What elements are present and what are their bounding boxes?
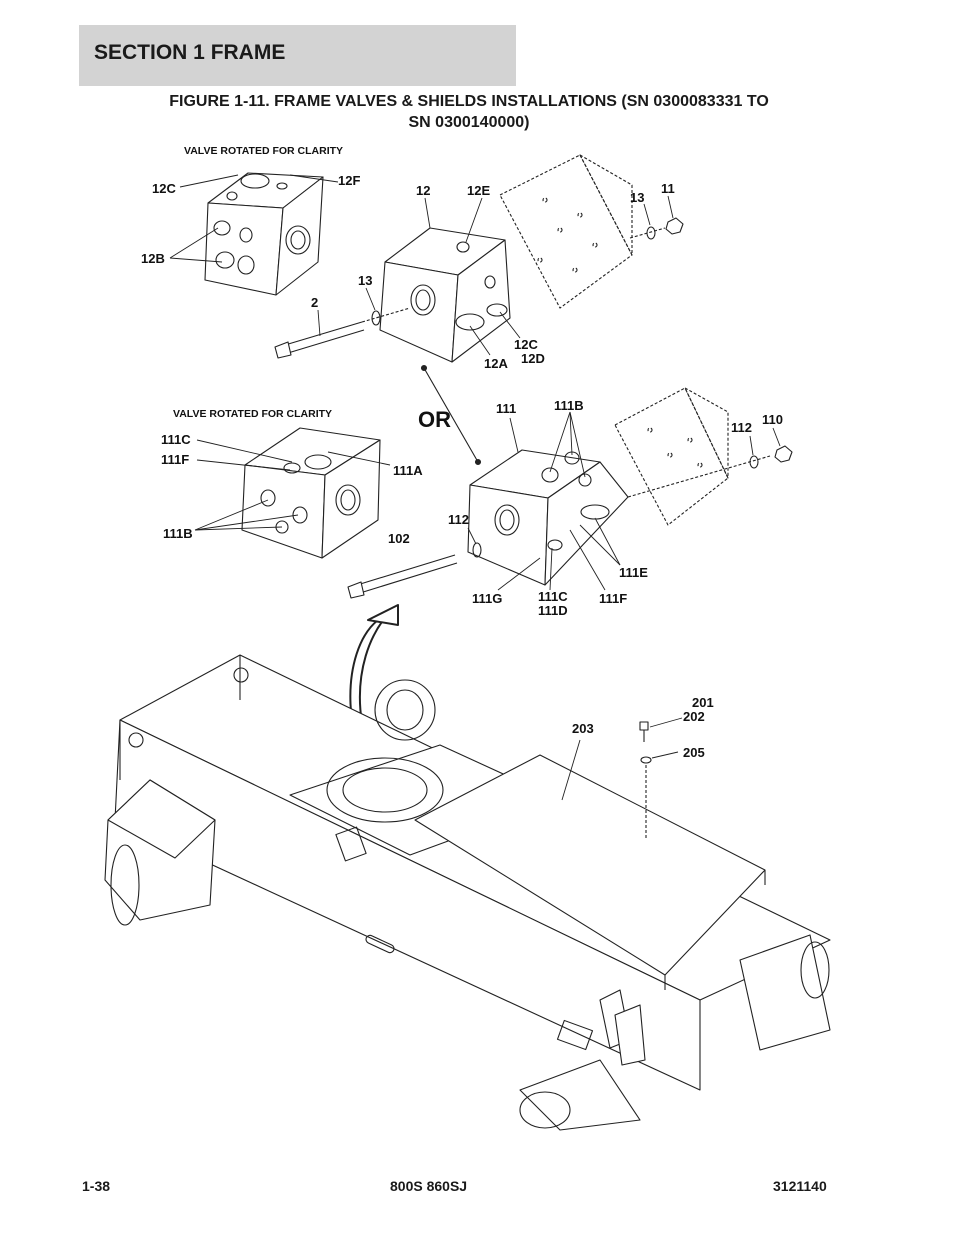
valve-12-rotated-view — [204, 172, 324, 296]
callout-110: 110 — [762, 412, 783, 427]
callout-112-right: 112 — [731, 420, 752, 435]
shield-111-dashed — [614, 387, 729, 526]
washer-13-left — [371, 310, 381, 326]
callout-111A: 111A — [393, 463, 423, 478]
washer-112-left — [472, 542, 482, 558]
callout-11: 11 — [661, 181, 675, 196]
bolt-201-head — [639, 721, 649, 731]
callout-12C-block: 12C — [514, 337, 538, 352]
footer-page-number: 1-38 — [82, 1178, 111, 1194]
nut-110 — [774, 445, 793, 463]
washer-13-right — [646, 226, 656, 240]
callout-111F-block: 111F — [599, 591, 627, 606]
or-label: OR — [418, 407, 451, 432]
washer-205 — [640, 756, 652, 764]
figure-title-line-1: FIGURE 1-11. FRAME VALVES & SHIELDS INST… — [169, 93, 769, 110]
callout-111B-rotated: 111B — [163, 526, 193, 541]
figure-title: FIGURE 1-11. FRAME VALVES & SHIELDS INST… — [79, 91, 859, 133]
bolt-102 — [347, 554, 458, 599]
callout-12A: 12A — [484, 356, 508, 371]
callout-111: 111 — [496, 401, 516, 416]
footer-doc-number: 3121140 — [773, 1178, 827, 1194]
callout-112-left: 112 — [448, 512, 469, 527]
callout-2: 2 — [311, 295, 318, 310]
figure-title-line-2: SN 0300140000) — [408, 114, 530, 131]
callout-205: 205 — [683, 745, 705, 760]
callout-12C: 12C — [152, 181, 176, 196]
valve-111-block — [467, 449, 629, 586]
callout-201: 201 — [692, 695, 714, 710]
valve-12-block — [379, 227, 511, 363]
callout-12: 12 — [416, 183, 430, 198]
note-valve-rotated-bottom: VALVE ROTATED FOR CLARITY — [173, 408, 332, 420]
callout-111G: 111G — [472, 591, 502, 606]
washer-112-right — [749, 455, 759, 469]
note-valve-rotated-top: VALVE ROTATED FOR CLARITY — [184, 145, 343, 157]
callout-111B-block: 111B — [554, 398, 584, 413]
callout-111F-rotated: 111F — [161, 452, 189, 467]
frame-chassis — [104, 654, 831, 1131]
footer-model: 800S 860SJ — [390, 1178, 468, 1194]
callout-102: 102 — [388, 531, 410, 546]
section-title: SECTION 1 FRAME — [94, 41, 286, 64]
section-header: SECTION 1 FRAME — [79, 25, 516, 86]
leader-lines — [169, 174, 781, 801]
callout-111D: 111D — [538, 603, 568, 618]
callout-12E: 12E — [467, 183, 490, 198]
valve-111-rotated-view — [241, 427, 381, 559]
callout-203: 203 — [572, 721, 594, 736]
callout-111E: 111E — [619, 565, 648, 580]
callout-111C-block: 111C — [538, 589, 568, 604]
callout-12D: 12D — [521, 351, 545, 366]
callout-12F: 12F — [338, 173, 360, 188]
callout-12B: 12B — [141, 251, 165, 266]
bolt-2 — [274, 307, 411, 359]
callout-13-left: 13 — [358, 273, 372, 288]
callout-202: 202 — [683, 709, 705, 724]
callout-111C-rotated: 111C — [161, 432, 191, 447]
callout-13-right: 13 — [630, 190, 644, 205]
or-connector-line — [423, 367, 479, 463]
nut-11 — [665, 217, 684, 235]
shield-12-dashed — [499, 154, 633, 309]
